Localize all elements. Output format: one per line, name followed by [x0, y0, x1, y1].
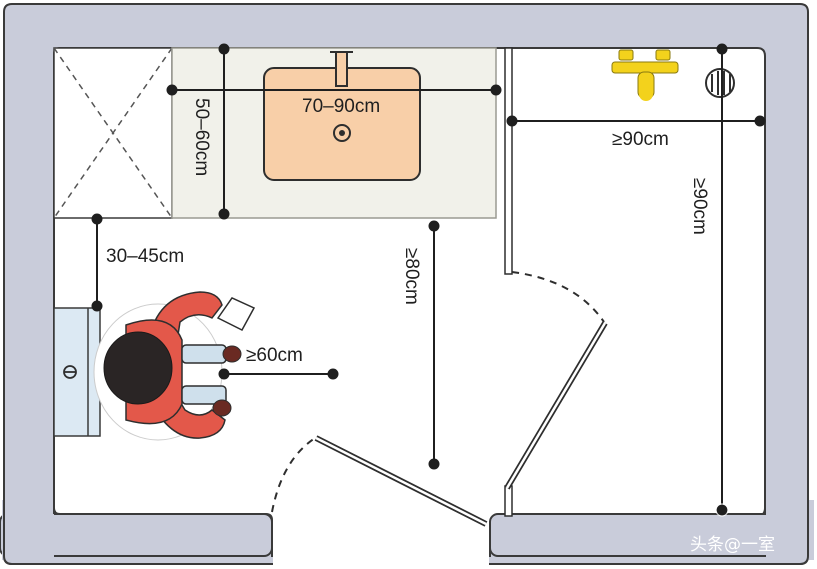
- person: [103, 291, 256, 439]
- sink-faucet: [335, 51, 348, 87]
- shower-door-swing: [511, 271, 605, 323]
- entrance-door: [271, 435, 488, 527]
- toilet-tank: [53, 307, 101, 437]
- label-shower-depth: ≥90cm: [689, 178, 710, 235]
- entrance-door-swing: [271, 437, 316, 513]
- person-leg-lower: [181, 385, 227, 405]
- watermark: 头条@一室: [690, 503, 775, 555]
- watermark-icon: [715, 503, 729, 517]
- dimension-lines: [91, 43, 766, 516]
- shower-mixer: [611, 49, 679, 101]
- person-leg-upper: [181, 344, 227, 364]
- person-foot-lower: [212, 399, 232, 417]
- shower-door: [504, 271, 608, 490]
- wall-segment-bottom-left: [0, 513, 273, 557]
- label-sink-width: 70–90cm: [302, 96, 380, 117]
- label-vanity-depth: 50–60cm: [191, 98, 212, 176]
- person-head: [103, 331, 173, 405]
- label-toilet-front: ≥60cm: [246, 345, 303, 366]
- label-passage-width: ≥80cm: [401, 248, 422, 305]
- label-toilet-side: 30–45cm: [106, 246, 184, 267]
- person-hand-paper: [216, 297, 256, 331]
- doorway-gap: [273, 510, 489, 568]
- sink: [263, 51, 421, 181]
- label-shower-width: ≥90cm: [612, 129, 669, 150]
- shower-drain: [705, 68, 735, 98]
- sink-drain: [333, 124, 351, 142]
- watermark-text: 头条@一室: [690, 535, 775, 555]
- storage-cabinet: [53, 47, 173, 219]
- person-foot-upper: [222, 345, 242, 363]
- dimension-labels: 70–90cm 50–60cm ≥80cm 30–45cm ≥60cm ≥90c…: [106, 96, 710, 366]
